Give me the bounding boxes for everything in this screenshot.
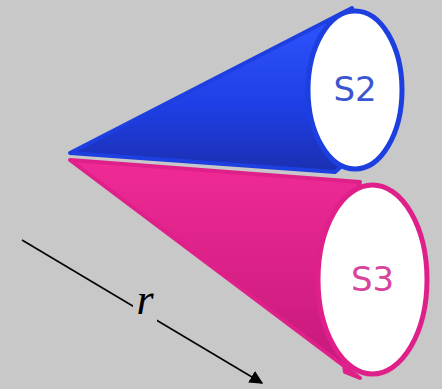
surface-label: S3	[351, 261, 394, 298]
cone-base-ellipse: S3	[315, 182, 430, 377]
radius-arrow	[22, 240, 262, 383]
surface-label: S2	[333, 71, 376, 108]
dimension-label: r	[133, 278, 156, 322]
cone-base-ellipse: S2	[305, 8, 405, 172]
